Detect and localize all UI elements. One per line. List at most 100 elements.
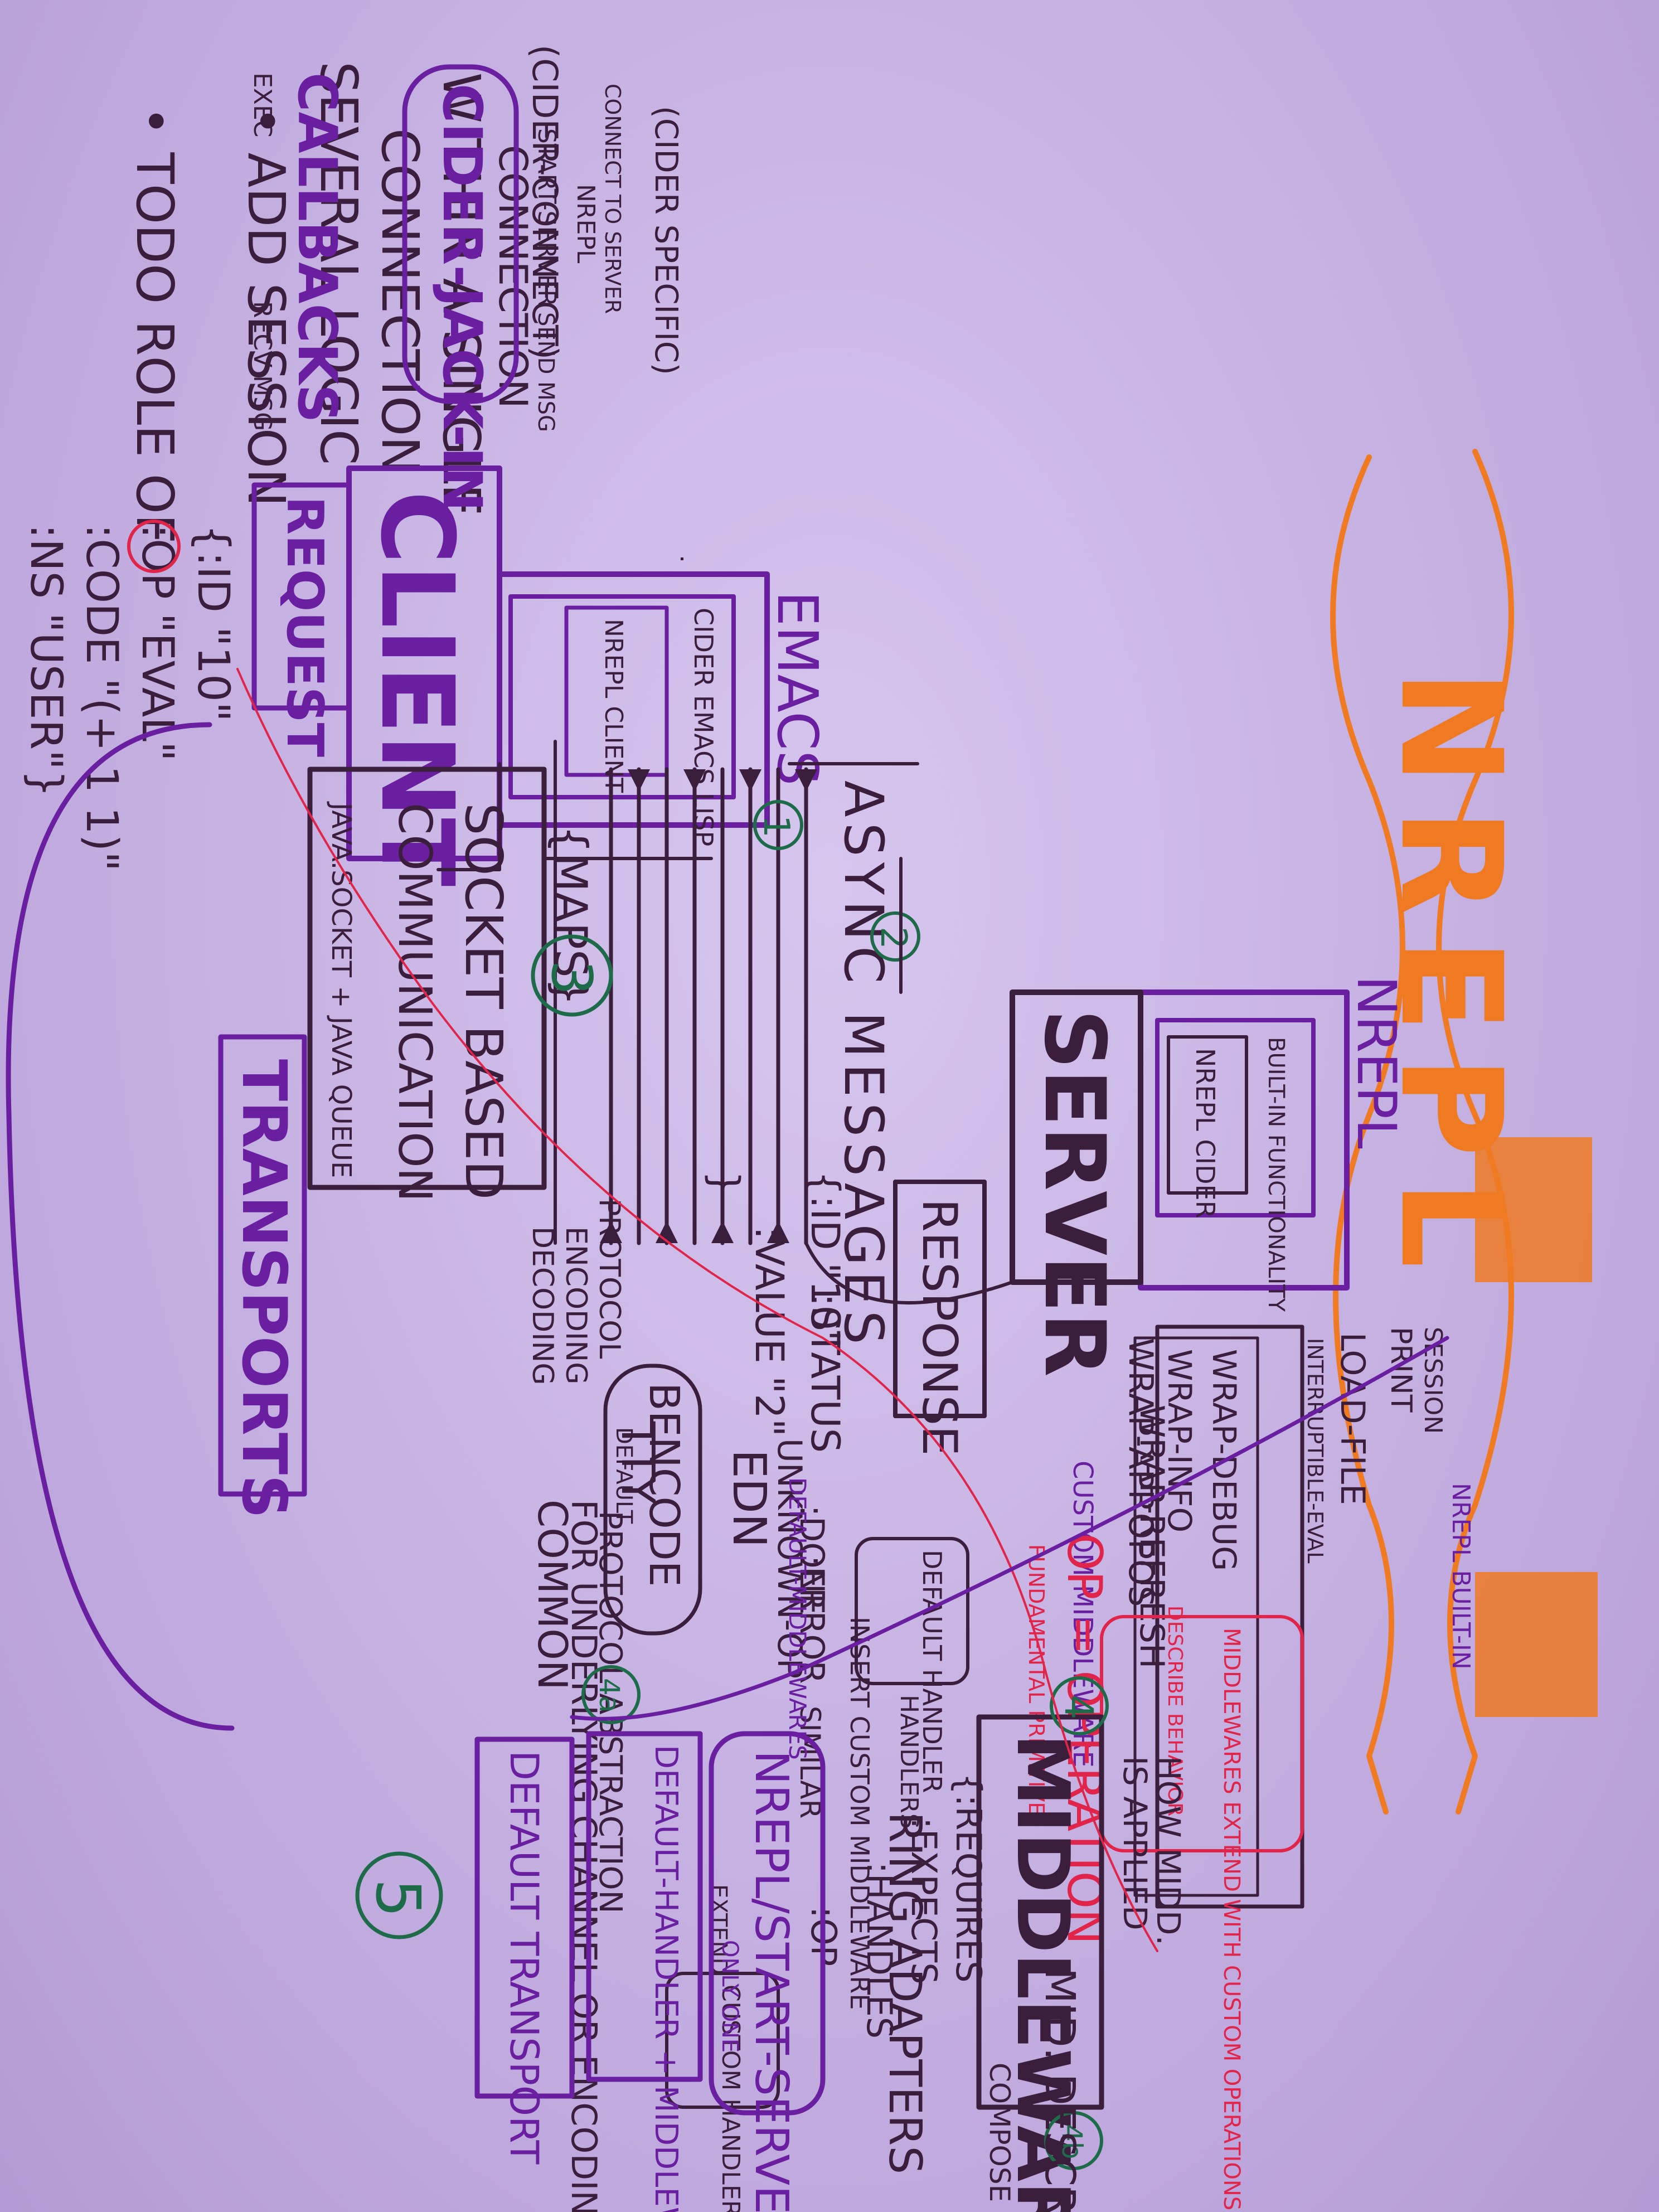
recv-msg-text: RECV MSG [248,301,276,431]
emacs-box [497,571,770,828]
callbacks-text: CALLBACKS [286,72,348,423]
nrepl-client-box [564,605,669,777]
response-close: } [702,1171,748,1196]
client-text: CLIENT [358,491,475,886]
request-line-4: :NS "USER"} [21,524,71,797]
wrap-apropos-text: WRAP-APROPOS [1121,1338,1160,1607]
response-box [893,1180,987,1418]
step-3-circle [531,934,613,1017]
default-handler-box [855,1537,969,1685]
step-2-text: 2 [872,926,914,949]
several-logic-text: SEVERAL LOGIC [309,61,368,465]
bencode-box [603,1364,702,1636]
exec-text: EXEC [248,72,276,137]
insert-custom-text: INSERT CUSTOM MIDDLEWARE [845,1617,875,2010]
protocol-abstraction-text: PROTOCOL ABSTRACTION [592,1511,628,1913]
response-text: RESPONSE [911,1199,967,1456]
request-text: REQUEST [275,496,334,757]
tty-text: TTY [611,1421,664,1505]
default-middlewares-text: DEFAULT-MIDDLEWARES [784,1477,811,1760]
cider-jack-in-box [402,64,519,404]
send-msg-text: SEND MSG [533,312,559,432]
connect-to-server-text: CONNECT TO SERVER [600,84,625,314]
emacs-section: (CIDER-CONNECT) CONNECT TO SERVER (CIDER… [248,45,830,886]
handlers-text: HANDLERS [895,1695,923,1829]
response-section: RESPONSE {:ID "10" :VALUE "2" :STATUS UN… [702,1171,987,1684]
step-3-text: 3 [539,960,604,996]
socket-text-1: SOCKET BASED [454,803,513,1200]
response-line-3: :STATUS [802,1293,848,1453]
request-line-3: :CODE "(+ 1 1)" [76,524,127,871]
step-4-circle [1050,1676,1109,1735]
emacs-text: EMACS [765,591,830,785]
request-box [251,482,352,711]
step-5-circle [355,1851,443,1939]
protocol-text: PROTOCOL [593,1199,626,1359]
describe-behavior-text: DESCRIBE BEHAVIOR [1163,1605,1186,1816]
middleware-section: SESSION PRINT LOAD-FILE INTERRUPTIBLE-EV… [581,1325,1475,2212]
default-handler-mw-box [586,1731,703,2082]
only-one-text: ONLY ONE [717,1940,743,2053]
mid-descrip-text: MID. DESCRIP [1036,1968,1084,2212]
nrepl-sub-text: NREPL [571,184,600,264]
ring-adapters-text: RING ADAPTERS [879,1812,931,2174]
middleware-text: MIDDLEWARE [1001,1734,1085,2212]
common-text: COMMON [529,1500,576,1690]
socket-section: SOCKET BASED COMMUNICATION JAVA.SOCKET +… [307,767,613,1202]
transports-text: TRANSPORTS [229,1059,300,1519]
add-session-text: • ADD SESSION [236,106,296,507]
edn-text: EDN [722,1449,775,1548]
step-1-circle [753,800,803,850]
nrepl-builtin-text: NREPL BUILT-IN [1447,1483,1475,1670]
request-line-1: {:ID "10" [188,524,238,722]
default-handler-mw-text: DEFAULT-HANDLER + MIDDLEWARES [648,1745,684,2212]
socket-box [307,767,547,1190]
status-3: :ERROR [792,1555,831,1684]
handles-text: :HANDLES [859,1862,900,2039]
async-section: ASYNC MESSAGES {MAPS} 1 2 [545,740,920,1350]
compose-text: COMPOSE [983,2063,1016,2202]
server-text: SERVER [1026,1009,1123,1377]
server-section: NREPL BUILT-IN FUNCTIONALITY NREPL CIDER… [1010,976,1408,1377]
default-transport-text: DEFAULT TRANSPORT [501,1750,547,2165]
interruptible-text: INTERRUPTIBLE-EVAL [1303,1338,1327,1564]
server-box [1010,989,1143,1285]
transports-box [218,1034,307,1497]
session-text: SESSION [1419,1327,1447,1434]
request-section: REQUEST {:ID "10" :OP "EVAL" :CODE "(+ 1… [21,482,352,871]
response-line-1: {:ID "10" [802,1171,848,1348]
response-line-2: :VALUE "2" [746,1226,792,1437]
cider-specific-text: (CIDER SPECIFIC) [648,106,684,375]
default-handler-text: DEFAULT HANDLER [917,1550,947,1793]
maps-text: {MAPS} [545,825,596,1006]
nrepl-client-text: NREPL CLIENT [599,619,628,793]
nrepl-cider-text: NREPL CIDER [1190,1048,1220,1219]
load-file-text: LOAD-FILE [1333,1332,1372,1505]
status-1: UNKNOWN-OP [770,1438,809,1679]
within-text: WITHIN A SINGLE [431,72,491,516]
step-4a-text: 4a [593,1678,625,1713]
connector-lines [436,762,1014,1305]
start-server-box [709,1731,826,2116]
op-circle [127,520,181,573]
is-applied-text: IS APPLIED [1116,1756,1154,1930]
wrap-refresh-text: WRAP-REFRESH [1132,1405,1171,1668]
startup-section: DEFAULT-MIDDLEWARES NREPL/START-SERVER D… [355,1477,875,2212]
step-4b-text: 4b [1056,2124,1088,2160]
todo-notes: • TODO ROLE OF • ADD SESSION SEVERAL LOG… [125,61,536,544]
async-messages-text: ASYNC MESSAGES [832,780,895,1350]
builtin-text: BUILT-IN FUNCTIONALITY [1263,1037,1289,1312]
start-server-text: NREPL/START-SERVER [745,1750,798,2212]
encoding-text: ENCODING [559,1226,593,1385]
cider-connect-text: (CIDER-CONNECT) [525,45,565,360]
step-2-circle [870,911,920,962]
step-5-text: 5 [362,1879,434,1918]
requires-text: {:REQUIRES [948,1773,989,1983]
expects-text: :EXPECTS [904,1817,944,1985]
title-text: NREPL [1370,669,1532,1291]
nrepl-server-text: NREPL [1345,976,1408,1149]
nrepl-title: NREPL [1330,449,1598,1815]
fundamental-text: FUNDAMENTAL PRIMITIVE [1024,1544,1049,1815]
